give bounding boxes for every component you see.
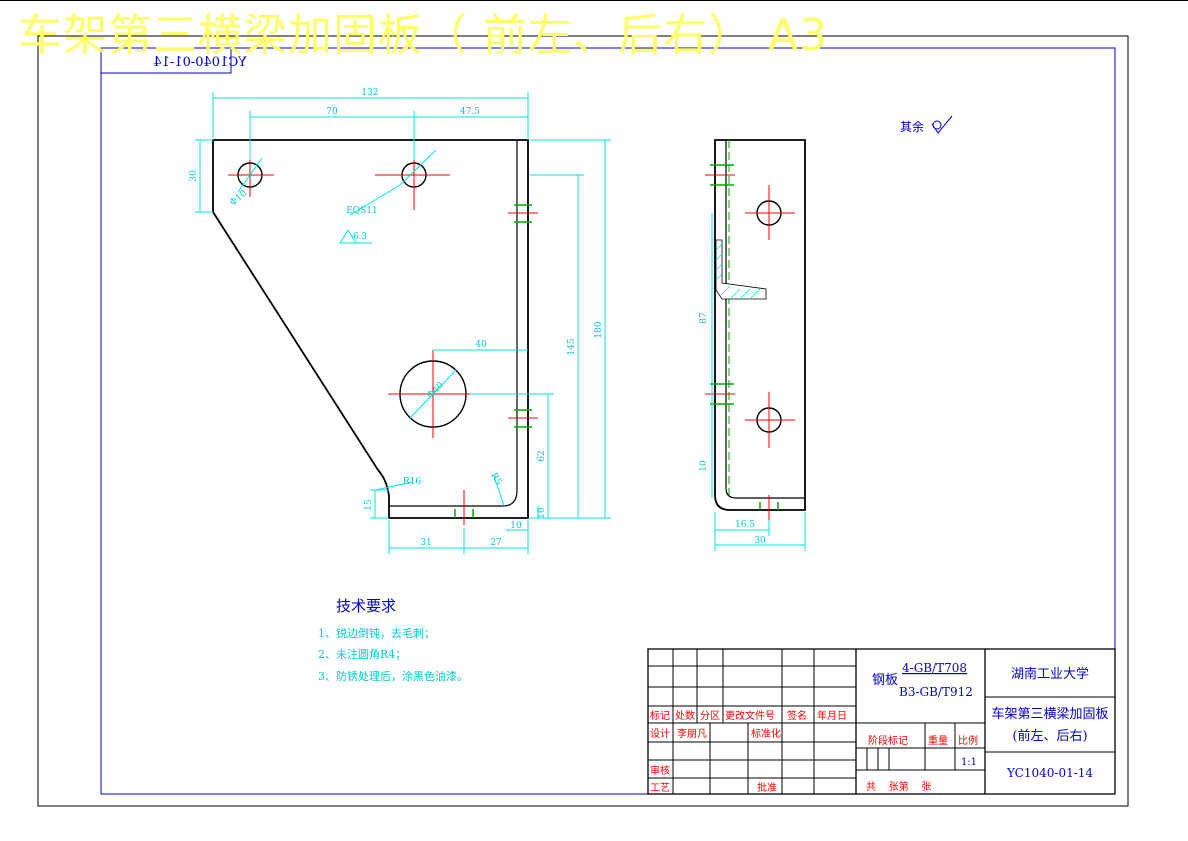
overlay-title: 车架第三横梁加固板（ 前左、后右） A3: [18, 10, 829, 61]
label-date: 年月日: [817, 709, 847, 722]
label-standard: 标准化: [751, 727, 781, 740]
material-line-1: 4-GB/T708: [902, 661, 967, 675]
dim-side-flange-width: 16.5: [735, 520, 755, 530]
scale-value: 1:1: [961, 757, 977, 768]
title-block: [647, 648, 1116, 795]
side-view: 87 10 16.5 30: [699, 139, 806, 551]
label-ratio: 比例: [958, 734, 978, 747]
label-weight: 重量: [928, 734, 948, 747]
label-stage: 阶段标记: [868, 734, 908, 747]
side-dimension-lines: [711, 213, 806, 551]
dim-bottom-left: 31: [420, 538, 431, 548]
dim-bottom-fillet: R16: [403, 477, 422, 487]
dim-side-hole-spacing: 87: [699, 312, 709, 324]
mirrored-code-text: YC1040-01-14: [153, 55, 247, 70]
material-prefix: 钢板: [872, 673, 898, 688]
label-sign: 签名: [787, 709, 807, 722]
label-approve: 批准: [757, 781, 777, 794]
surface-finish-label: 其余: [900, 119, 924, 134]
dim-inner-height: 145: [567, 338, 577, 355]
dim-big-hole-x: 40: [475, 340, 487, 350]
top-edge-line: [0, 0, 1188, 1]
dim-big-hole-y: 62: [537, 450, 547, 461]
inner-border: [100, 47, 1116, 795]
dim-thickness: 10: [537, 507, 547, 519]
side-dimension-text: 87 10 16.5 30: [699, 312, 766, 546]
dim-hole-dia-small: Φ10: [228, 188, 249, 208]
front-dimension-lines: [195, 92, 611, 554]
title-block-text: 标记 处数 分区 更改文件号 签名 年月日 设计 李朋凡 标准化 审核 工艺 批…: [650, 661, 1109, 794]
dim-slot-callout: EQS11: [346, 206, 378, 216]
surface-finish-note: 其余: [900, 115, 953, 134]
surface-finish-circle: [932, 120, 942, 130]
label-process: 工艺: [650, 782, 670, 794]
tech-req-item-3: 3、防锈处理后，涂黑色油漆。: [318, 669, 468, 683]
side-flange-line: [725, 140, 805, 499]
label-mark: 标记: [650, 710, 670, 722]
outer-border: [37, 35, 1129, 807]
dim-side-hole-bottom: 10: [699, 460, 709, 472]
front-view-outline: [212, 139, 529, 519]
dim-bottom-right: 27: [490, 538, 502, 548]
label-count: 处数: [675, 709, 695, 722]
label-zone: 分区: [700, 710, 720, 722]
dim-overall-height: 180: [594, 321, 604, 338]
front-dimension-text: 132 70 47.5 30 Φ10 EQS11 6.3 40 Φ40 145 …: [189, 88, 604, 548]
dim-side-overall-width: 30: [754, 536, 766, 546]
label-design: 设计: [650, 727, 670, 740]
dim-inner-fillet: R5: [488, 471, 503, 487]
label-sheets: 共 张第 张: [866, 780, 931, 793]
drawing-number: YC1040-01-14: [1006, 766, 1093, 780]
dim-hole-top: 30: [189, 170, 199, 182]
label-designer: 李朋凡: [677, 727, 707, 740]
label-review: 审核: [650, 764, 670, 777]
hidden-lines: [454, 204, 532, 518]
dim-right-offset: 47.5: [460, 107, 480, 117]
surface-finish-symbol: [931, 115, 953, 134]
part-name-line-1: 车架第三横梁加固板: [991, 706, 1108, 722]
side-view-outline: [714, 139, 806, 511]
dim-base-gap: 10: [510, 521, 522, 531]
flange-inner-line: [389, 140, 518, 507]
tech-requirements: 技术要求 1、锐边倒钝，去毛刺； 2、未注圆角R4； 3、防锈处理后，涂黑色油漆…: [318, 597, 468, 683]
mirrored-code-box: YC1040-01-14: [100, 47, 248, 74]
side-centerlines: [705, 174, 795, 520]
side-hidden-lines: [710, 164, 779, 510]
part-name-line-2: (前左、后右): [1012, 728, 1087, 744]
material-line-2: B3-GB/T912: [899, 685, 973, 699]
tech-req-item-1: 1、锐边倒钝，去毛刺；: [318, 626, 435, 640]
front-view: 132 70 47.5 30 Φ10 EQS11 6.3 40 Φ40 145 …: [189, 88, 611, 554]
school-name: 湖南工业大学: [1011, 666, 1089, 682]
tech-req-item-2: 2、未注圆角R4；: [318, 647, 406, 661]
dim-overall-width: 132: [361, 88, 378, 98]
label-change-doc: 更改文件号: [725, 709, 775, 722]
dim-surface-note: 6.3: [353, 232, 368, 242]
section-hatch: [715, 239, 767, 300]
dim-hole-spacing: 70: [326, 107, 338, 117]
tech-req-heading: 技术要求: [336, 597, 396, 615]
centerlines: [228, 138, 538, 525]
dim-left-foot: 15: [364, 499, 374, 511]
